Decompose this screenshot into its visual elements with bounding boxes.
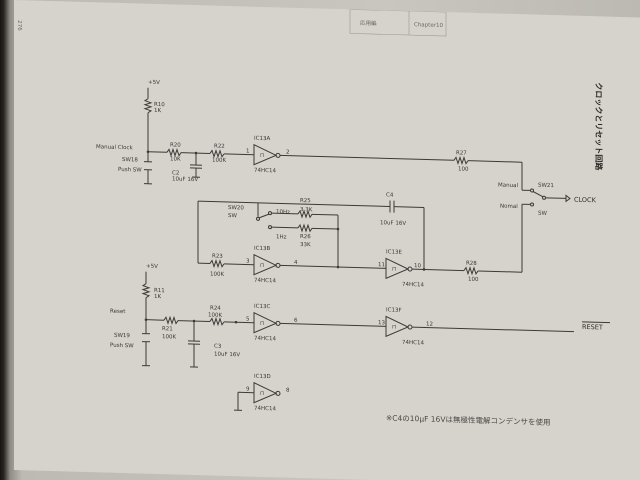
manual-clock-block: +5V R10 1K Manual Clock R20 10K R22 100K… [96, 80, 530, 191]
ic13a-hyst-icon: ⊓ [260, 153, 264, 159]
ic13c-pin-out: 6 [294, 318, 298, 324]
r24-value: 100K [208, 312, 222, 318]
ic13c-label: IC13C [254, 304, 270, 310]
circuit-title: クロックとリセット回路 [594, 82, 604, 171]
r23-value: 100K [210, 271, 224, 277]
ic13d-hyst-icon: ⊓ [260, 391, 264, 397]
sw18-label: SW18 [122, 157, 138, 163]
page-number: 276 [16, 20, 22, 31]
power-label-top: +5V [148, 80, 160, 86]
r11-value: 1K [154, 294, 161, 300]
ic13a-pin-in: 1 [246, 148, 249, 154]
sw21-label: SW21 [538, 183, 554, 189]
footnote: ※C4の10μF 16Vは無極性電解コンデンサを使用 [386, 412, 550, 427]
r28-value: 100 [468, 277, 479, 283]
ic13b-pin-in: 3 [246, 258, 250, 264]
ic13c-part: 74HC14 [254, 336, 276, 343]
ic13b-label: IC13B [254, 246, 270, 252]
ic13d-label: IC13D [254, 374, 271, 380]
c2-label: C2 [172, 170, 179, 176]
ic13e-hyst-icon: ⊓ [392, 267, 396, 273]
c4-label: C4 [386, 192, 394, 198]
normal-label: Nomal [500, 204, 518, 211]
r11-label: R11 [154, 288, 165, 294]
ic13f-label: IC13F [386, 307, 402, 313]
r28-label: R28 [466, 261, 477, 267]
r21-value: 100K [162, 334, 176, 340]
r22-value: 100K [212, 158, 226, 164]
freq-low-label: 1Hz [276, 234, 287, 240]
r10-value: 1K [154, 108, 161, 114]
power-label-reset: +5V [146, 264, 158, 270]
sw21-type: SW [538, 211, 547, 217]
r20-label: R20 [170, 142, 181, 148]
r25-label: R25 [300, 198, 311, 204]
manual-clock-label: Manual Clock [96, 144, 133, 151]
ic13d-unused-gate: 9 ⊓ IC13D 74HC14 8 [234, 374, 290, 413]
r10-label: R10 [154, 102, 165, 108]
freq-high-label: 10Hz [276, 209, 290, 215]
section-label: 応用編 [360, 19, 377, 27]
sw19-type: Push SW [110, 343, 134, 350]
sw20-type: SW [228, 213, 237, 219]
ic13f-hyst-icon: ⊓ [392, 325, 396, 331]
manual-label: Manual [498, 183, 518, 190]
schematic-diagram: 276 応用編 Chapter10 クロックとリセット回路 +5V R10 1K… [16, 9, 610, 427]
ic13e-pin-out: 10 [414, 263, 421, 269]
ic13a-label: IC13A [254, 136, 270, 142]
r26-label: R26 [300, 234, 311, 240]
ic13a-pin-out: 2 [286, 150, 289, 156]
sw20-label: SW20 [228, 205, 244, 211]
ic13f-part: 74HC14 [402, 340, 424, 347]
ic13e-pin-in: 11 [378, 262, 385, 268]
ic13c-pin-in: 5 [246, 316, 250, 322]
r24-label: R24 [210, 305, 221, 311]
ic13f-pin-out: 12 [426, 322, 433, 328]
c4-value: 10uF 16V [380, 220, 406, 227]
oscillator-block: C4 10uF 16V SW20 SW 10Hz 1Hz R25 3.3K [197, 192, 522, 289]
ic13b-pin-out: 4 [294, 260, 298, 266]
r27-value: 100 [458, 166, 469, 172]
r27-label: R27 [456, 150, 467, 156]
reset-label: Reset [110, 309, 126, 315]
clock-output-label: CLOCK [574, 196, 597, 205]
ic13e-label: IC13E [386, 249, 402, 255]
ic13f-pin-in: 13 [378, 320, 385, 326]
book-page: 276 応用編 Chapter10 クロックとリセット回路 +5V R10 1K… [14, 0, 640, 480]
ic13c-hyst-icon: ⊓ [260, 321, 264, 327]
ic13b-part: 74HC14 [254, 278, 276, 285]
reset-output-label: RESET [582, 323, 603, 332]
ic13b-hyst-icon: ⊓ [260, 263, 264, 269]
sw18-type: Push SW [118, 167, 142, 174]
ic13e-part: 74HC14 [402, 282, 424, 289]
r21-label: R21 [162, 326, 173, 332]
c2-value: 10uF 16V [172, 176, 198, 183]
c3-label: C3 [214, 344, 222, 350]
sw19-label: SW19 [114, 333, 130, 339]
c3-value: 10uF 16V [214, 352, 240, 359]
r22-label: R22 [214, 144, 225, 150]
r23-label: R23 [212, 254, 223, 260]
ic13d-part: 74HC14 [254, 406, 276, 413]
r26-value: 33K [300, 242, 311, 248]
header-box [349, 9, 447, 37]
chapter-label: Chapter10 [414, 22, 443, 29]
sw21-selector: Manual Nomal SW21 SW CLOCK [498, 183, 597, 273]
ic13a-part: 74HC14 [254, 168, 276, 175]
r25-value: 3.3K [300, 207, 313, 213]
reset-block: +5V R11 1K Reset R21 100K R24 100K [110, 264, 610, 368]
ic13d-pin-out: 8 [286, 388, 290, 394]
ic13d-pin-in: 9 [246, 386, 250, 392]
r20-value: 10K [170, 156, 181, 162]
